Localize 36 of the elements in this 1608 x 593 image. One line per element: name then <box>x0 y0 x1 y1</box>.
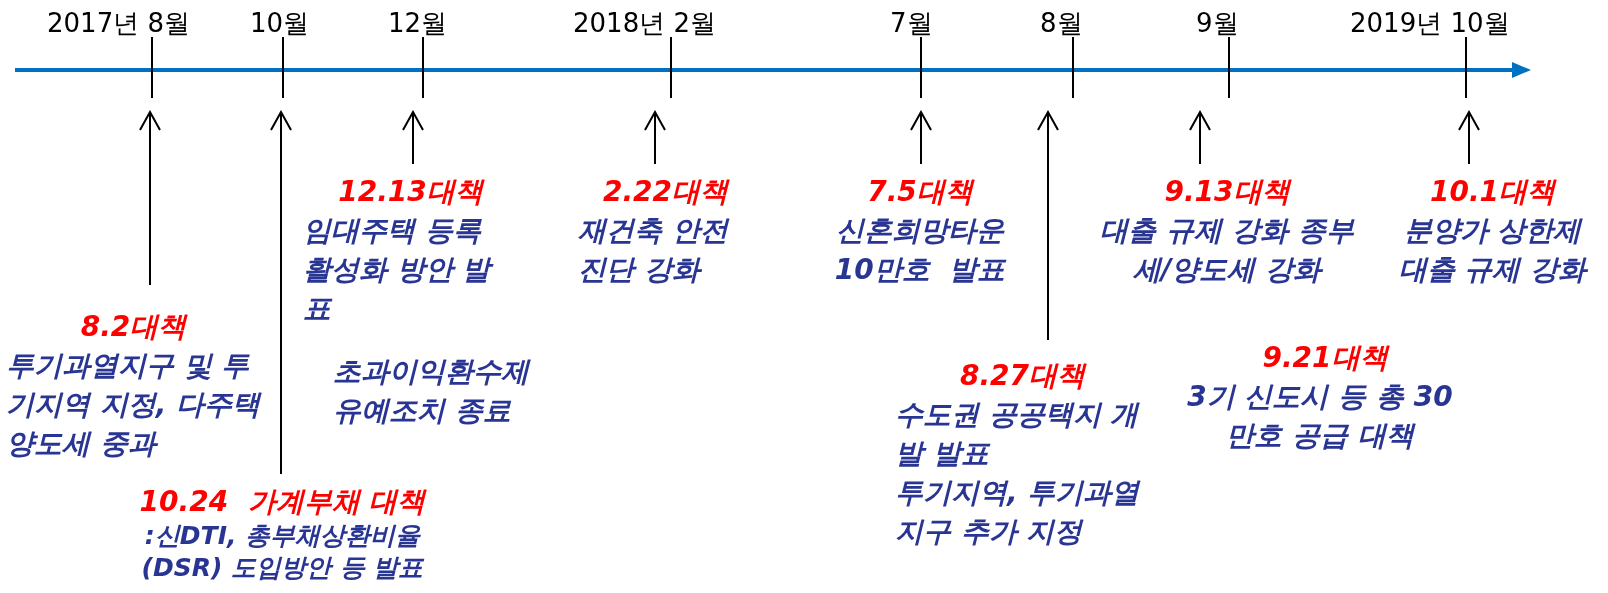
arrow <box>270 111 292 475</box>
arrow <box>1189 111 1211 165</box>
policy-title: 10.24 가계부채 대책 <box>139 484 426 520</box>
arrow <box>139 111 161 286</box>
policy-note: 초과이익환수제 유예조치 종료 <box>333 354 532 429</box>
policy-description: :신DTI, 총부채상환비율 (DSR) 도입방안 등 발표 <box>140 520 425 584</box>
policy-title: 8.27대책 <box>959 358 1086 394</box>
policy-description: 3기 신도시 등 총 30만호 공급 대책 <box>1186 379 1454 454</box>
policy-description: 분양가 상한제 대출 규제 강화 <box>1397 213 1589 288</box>
policy-description: 신혼희망타운 10만호 발표 <box>833 213 1008 288</box>
policy-description: 임대주택 등록 활성화 방안 발표 <box>303 211 518 328</box>
date-label: 9월 <box>1196 8 1239 38</box>
policy-title: 12.13대책 <box>338 174 483 210</box>
policy-description: 재건축 안전 진단 강화 <box>578 213 731 288</box>
policy-description: 대출 규제 강화 종부세/양도세 강화 <box>1099 213 1356 288</box>
arrow <box>1037 111 1059 341</box>
policy-title: 10.1대책 <box>1429 174 1556 210</box>
policy-title: 2.22대책 <box>602 174 729 210</box>
arrow <box>910 111 932 165</box>
date-label: 12월 <box>388 8 448 38</box>
date-label: 8월 <box>1040 8 1083 38</box>
policy-title: 7.5대책 <box>867 174 973 210</box>
date-label: 7월 <box>890 8 933 38</box>
date-label: 2017년 8월 <box>47 8 190 38</box>
policy-title: 9.13대책 <box>1164 174 1290 210</box>
policy-title: 8.2대책 <box>80 309 187 345</box>
arrow <box>644 111 666 165</box>
date-label: 10월 <box>250 8 310 38</box>
arrow <box>402 111 424 165</box>
date-label: 2018년 2월 <box>573 8 716 38</box>
policy-description: 수도권 공공택지 개발 발표 <box>895 397 1141 472</box>
policy-description: 투기지역, 투기과열 지구 추가 지정 <box>895 475 1142 550</box>
arrow <box>1458 111 1480 165</box>
policy-title: 9.21대책 <box>1262 340 1388 376</box>
date-label: 2019년 10월 <box>1350 8 1510 38</box>
policy-description: 투기과열지구 및 투기지역 지정, 다주택 양도세 중과 <box>6 348 261 462</box>
